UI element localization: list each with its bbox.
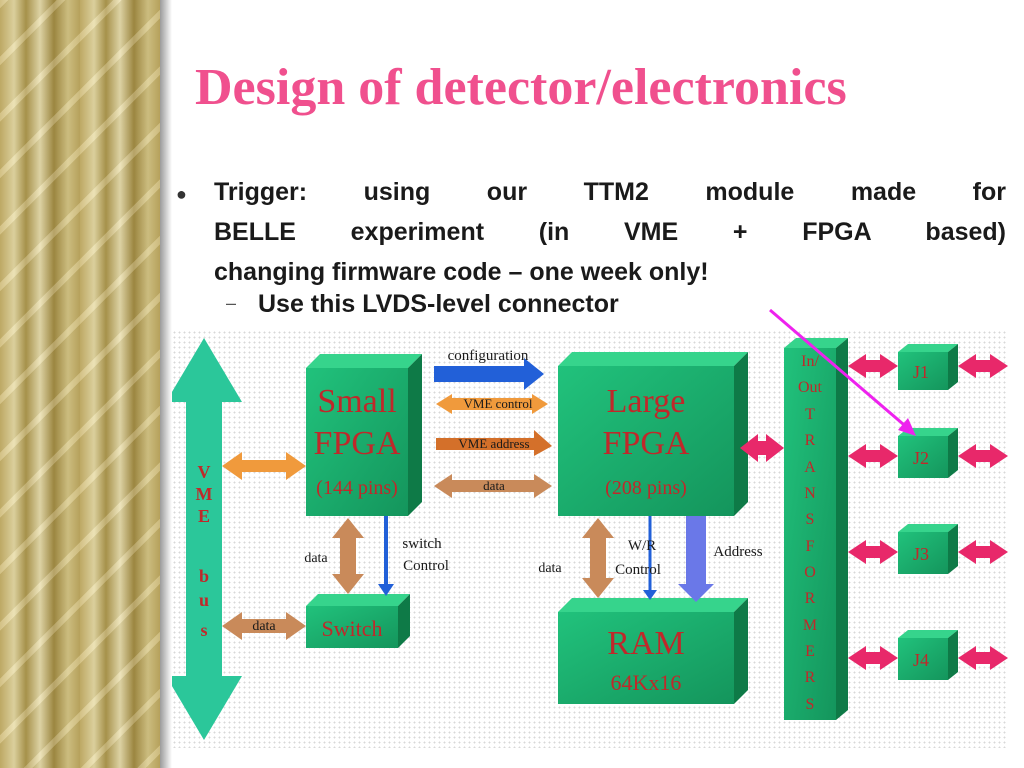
vme-address-label: VME address bbox=[458, 436, 529, 451]
svg-text:J4: J4 bbox=[913, 650, 929, 670]
svg-text:S: S bbox=[806, 696, 815, 713]
ram-box: RAM 64Kx16 bbox=[558, 598, 748, 704]
vme-control-label: VME control bbox=[464, 396, 533, 411]
vme-address-arrow bbox=[436, 430, 552, 456]
transformer-j2-arrow bbox=[848, 444, 898, 468]
svg-text:O: O bbox=[804, 564, 816, 581]
fpga-transformer-arrow bbox=[740, 434, 784, 462]
bullet-line-3: changing firmware code – one week only! bbox=[214, 258, 709, 286]
svg-text:F: F bbox=[806, 538, 815, 555]
switch-label: Switch bbox=[321, 616, 382, 641]
svg-text:N: N bbox=[804, 485, 816, 502]
svg-text:J3: J3 bbox=[913, 544, 929, 564]
wr-control-arrowhead bbox=[643, 590, 657, 600]
ram-label-2: 64Kx16 bbox=[611, 670, 682, 695]
gold-border-decoration bbox=[0, 0, 160, 768]
bullet-text: Trigger: using our TTM2 module made for … bbox=[214, 172, 1006, 292]
vme-letter: u bbox=[199, 590, 209, 610]
sub-bullet-text: Use this LVDS-level connector bbox=[258, 290, 619, 318]
svg-text:R: R bbox=[805, 432, 816, 449]
j1-out-arrow bbox=[958, 354, 1008, 378]
j3-out-arrow bbox=[958, 540, 1008, 564]
switch-control-label-1: switch bbox=[402, 536, 442, 552]
bullet-line-2: BELLE experiment (in VME + FPGA based) bbox=[214, 218, 1006, 246]
ram-label-1: RAM bbox=[607, 625, 684, 662]
fpga-data-arrow bbox=[434, 474, 552, 498]
svg-text:R: R bbox=[805, 669, 816, 686]
wr-label-1: W/R bbox=[628, 538, 656, 554]
small-fpga-label-3: (144 pins) bbox=[316, 477, 398, 499]
vme-bus-arrow bbox=[166, 338, 242, 740]
border-shadow bbox=[160, 0, 172, 768]
fpga-data-label: data bbox=[483, 478, 505, 493]
transformer-j1-arrow bbox=[848, 354, 898, 378]
vme-letter: b bbox=[199, 566, 209, 586]
switch-control-arrowhead bbox=[378, 584, 394, 596]
large-fpga-label-1: Large bbox=[607, 383, 686, 420]
small-fpga-label-1: Small bbox=[317, 383, 396, 420]
svg-text:T: T bbox=[805, 406, 815, 423]
slide-title: Design of detector/electronics bbox=[195, 59, 847, 116]
bullet-icon: ● bbox=[176, 184, 187, 204]
j4-out-arrow bbox=[958, 646, 1008, 670]
transformer-j3-arrow bbox=[848, 540, 898, 564]
svg-text:J1: J1 bbox=[913, 362, 929, 382]
large-fpga-label-2: FPGA bbox=[603, 425, 690, 462]
vme-switch-arrow bbox=[222, 612, 306, 640]
fpga-ram-data-arrow bbox=[582, 518, 614, 598]
connector-j2: J2 bbox=[898, 428, 958, 478]
transformers-box: In/ Out T R A N S F O R M E R S bbox=[784, 338, 848, 720]
sub-bullet-dash-icon: – bbox=[226, 293, 237, 313]
small-fpga-switch-data-arrow bbox=[332, 518, 364, 594]
large-fpga-box: Large FPGA (208 pins) bbox=[558, 352, 748, 516]
data-left-label: data bbox=[304, 551, 328, 566]
configuration-arrow bbox=[434, 358, 544, 390]
svg-text:J2: J2 bbox=[913, 448, 929, 468]
transformer-j4-arrow bbox=[848, 646, 898, 670]
svg-text:S: S bbox=[806, 511, 815, 528]
small-fpga-box: Small FPGA (144 pins) bbox=[306, 354, 422, 516]
data-ram-label: data bbox=[538, 561, 562, 576]
vme-control-arrow bbox=[436, 394, 548, 414]
vme-letter: s bbox=[200, 620, 207, 640]
vme-letter: V bbox=[198, 462, 211, 482]
svg-text:Out: Out bbox=[798, 379, 823, 396]
connector-j1: J1 bbox=[898, 344, 958, 390]
svg-text:R: R bbox=[805, 590, 816, 607]
connector-j3: J3 bbox=[898, 524, 958, 574]
svg-text:In/: In/ bbox=[801, 353, 819, 370]
vme-letter: E bbox=[198, 506, 210, 526]
j2-out-arrow bbox=[958, 444, 1008, 468]
bullet-line-1: Trigger: using our TTM2 module made for bbox=[214, 178, 1006, 206]
configuration-label: configuration bbox=[448, 348, 529, 364]
small-fpga-label-2: FPGA bbox=[314, 425, 401, 462]
data-switch-label: data bbox=[252, 619, 276, 634]
large-fpga-label-3: (208 pins) bbox=[605, 477, 687, 499]
switch-box: Switch bbox=[306, 594, 410, 648]
connector-j4: J4 bbox=[898, 630, 958, 680]
svg-text:M: M bbox=[803, 617, 817, 634]
switch-control-label-2: Control bbox=[403, 558, 449, 574]
block-diagram: V M E b u s Small FPGA (144 pins) Large … bbox=[166, 330, 1008, 748]
svg-text:A: A bbox=[804, 459, 816, 476]
address-arrow bbox=[678, 516, 714, 602]
vme-letter: M bbox=[196, 484, 213, 504]
wr-label-2: Control bbox=[615, 562, 661, 578]
vme-small-fpga-arrow bbox=[222, 452, 306, 480]
vme-bus-label: V M E b u s bbox=[196, 462, 213, 640]
address-label: Address bbox=[713, 544, 762, 560]
svg-text:E: E bbox=[805, 643, 815, 660]
